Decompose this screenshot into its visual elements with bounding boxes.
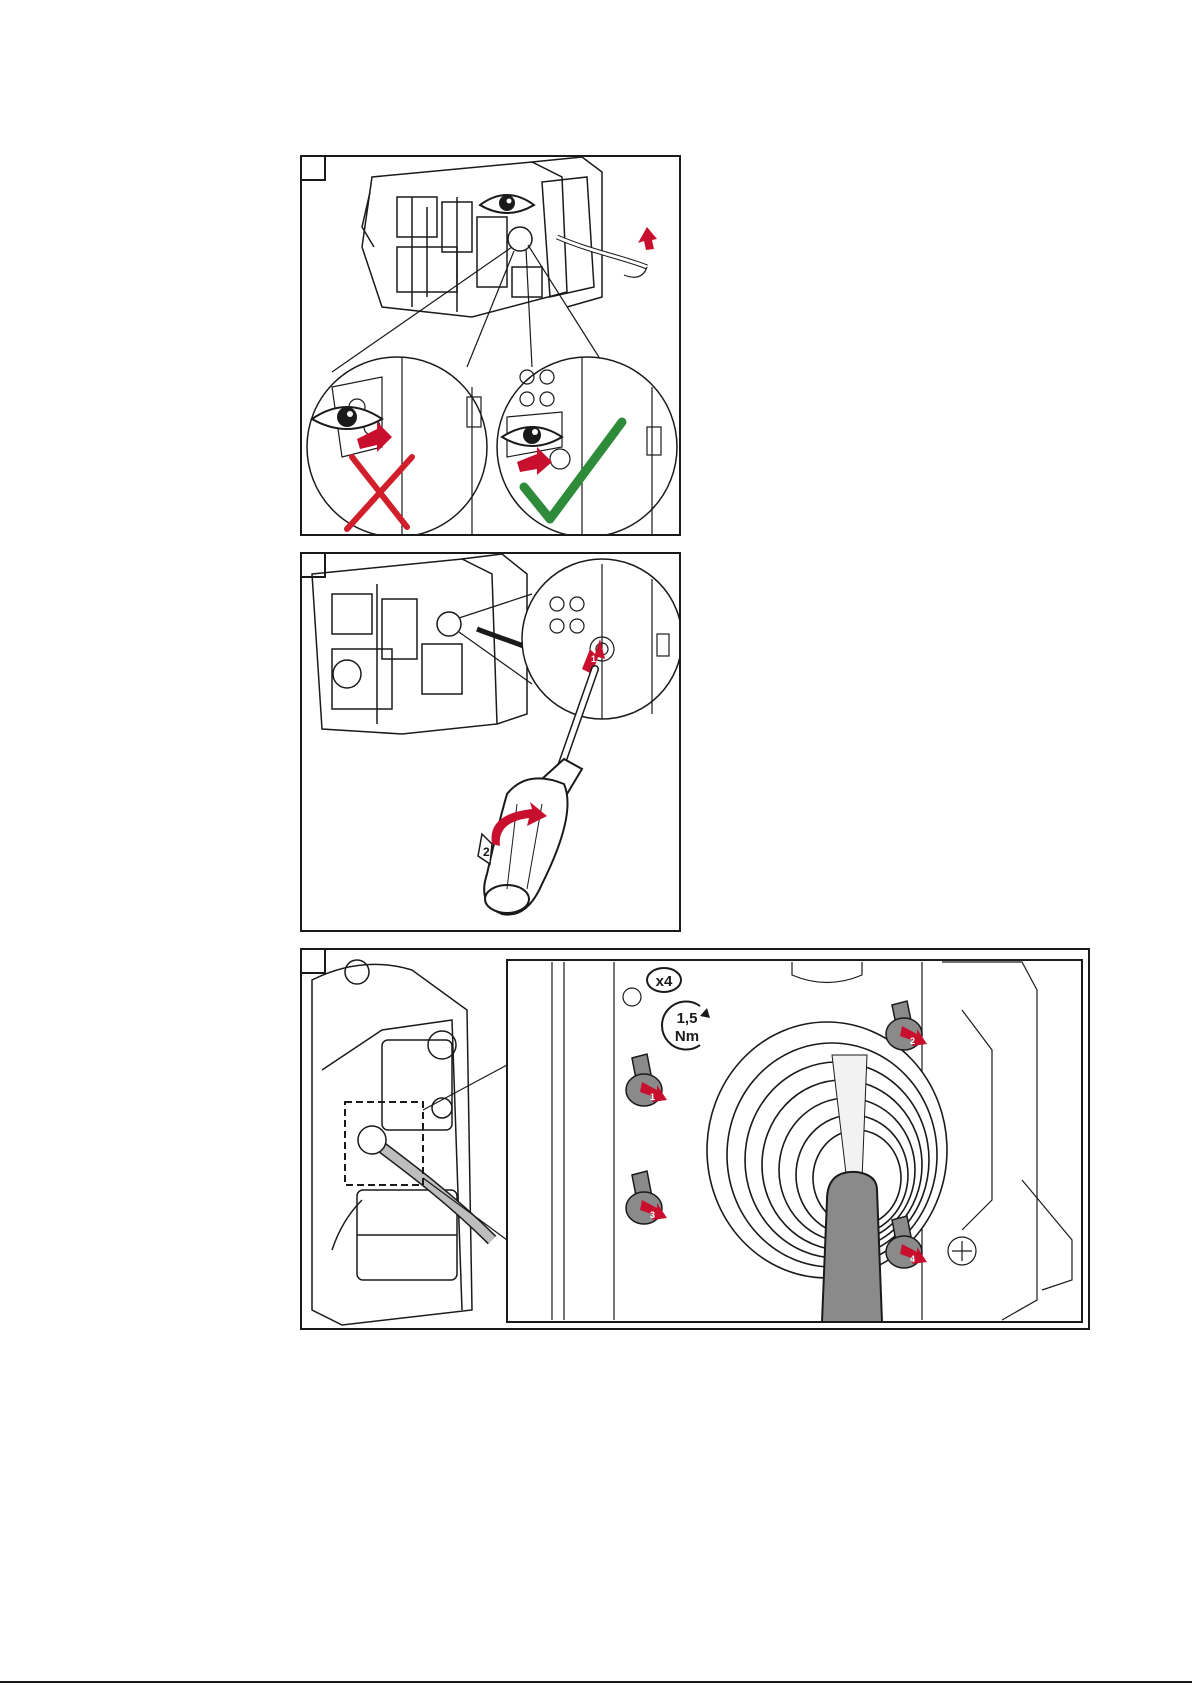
callout-1: 1 xyxy=(650,1092,655,1102)
callout-2: 2 xyxy=(483,845,490,859)
screwdriver-icon xyxy=(484,669,595,915)
step-3-panel: 1 3 2 4 x4 1,5 Nm xyxy=(300,948,1090,1330)
step-2-illustration: 1 2 xyxy=(302,554,681,932)
torque-value: 1,5 xyxy=(677,1010,698,1027)
step-1-illustration xyxy=(302,157,681,536)
eye-icon xyxy=(480,195,534,213)
quantity-badge: x4 xyxy=(647,968,681,992)
step-2-panel: 1 2 xyxy=(300,552,681,932)
arrow-icon xyxy=(624,227,657,277)
quantity-label: x4 xyxy=(656,973,673,990)
callout-2: 2 xyxy=(910,1036,915,1046)
callout-1: 1 xyxy=(591,654,596,664)
callout-3: 3 xyxy=(650,1210,655,1220)
torque-unit: Nm xyxy=(675,1028,699,1045)
footer-rule xyxy=(0,1681,1192,1683)
step-1-panel xyxy=(300,155,681,536)
callout-4: 4 xyxy=(910,1254,915,1264)
step-3-illustration: 1 3 2 4 x4 1,5 Nm xyxy=(302,950,1090,1330)
